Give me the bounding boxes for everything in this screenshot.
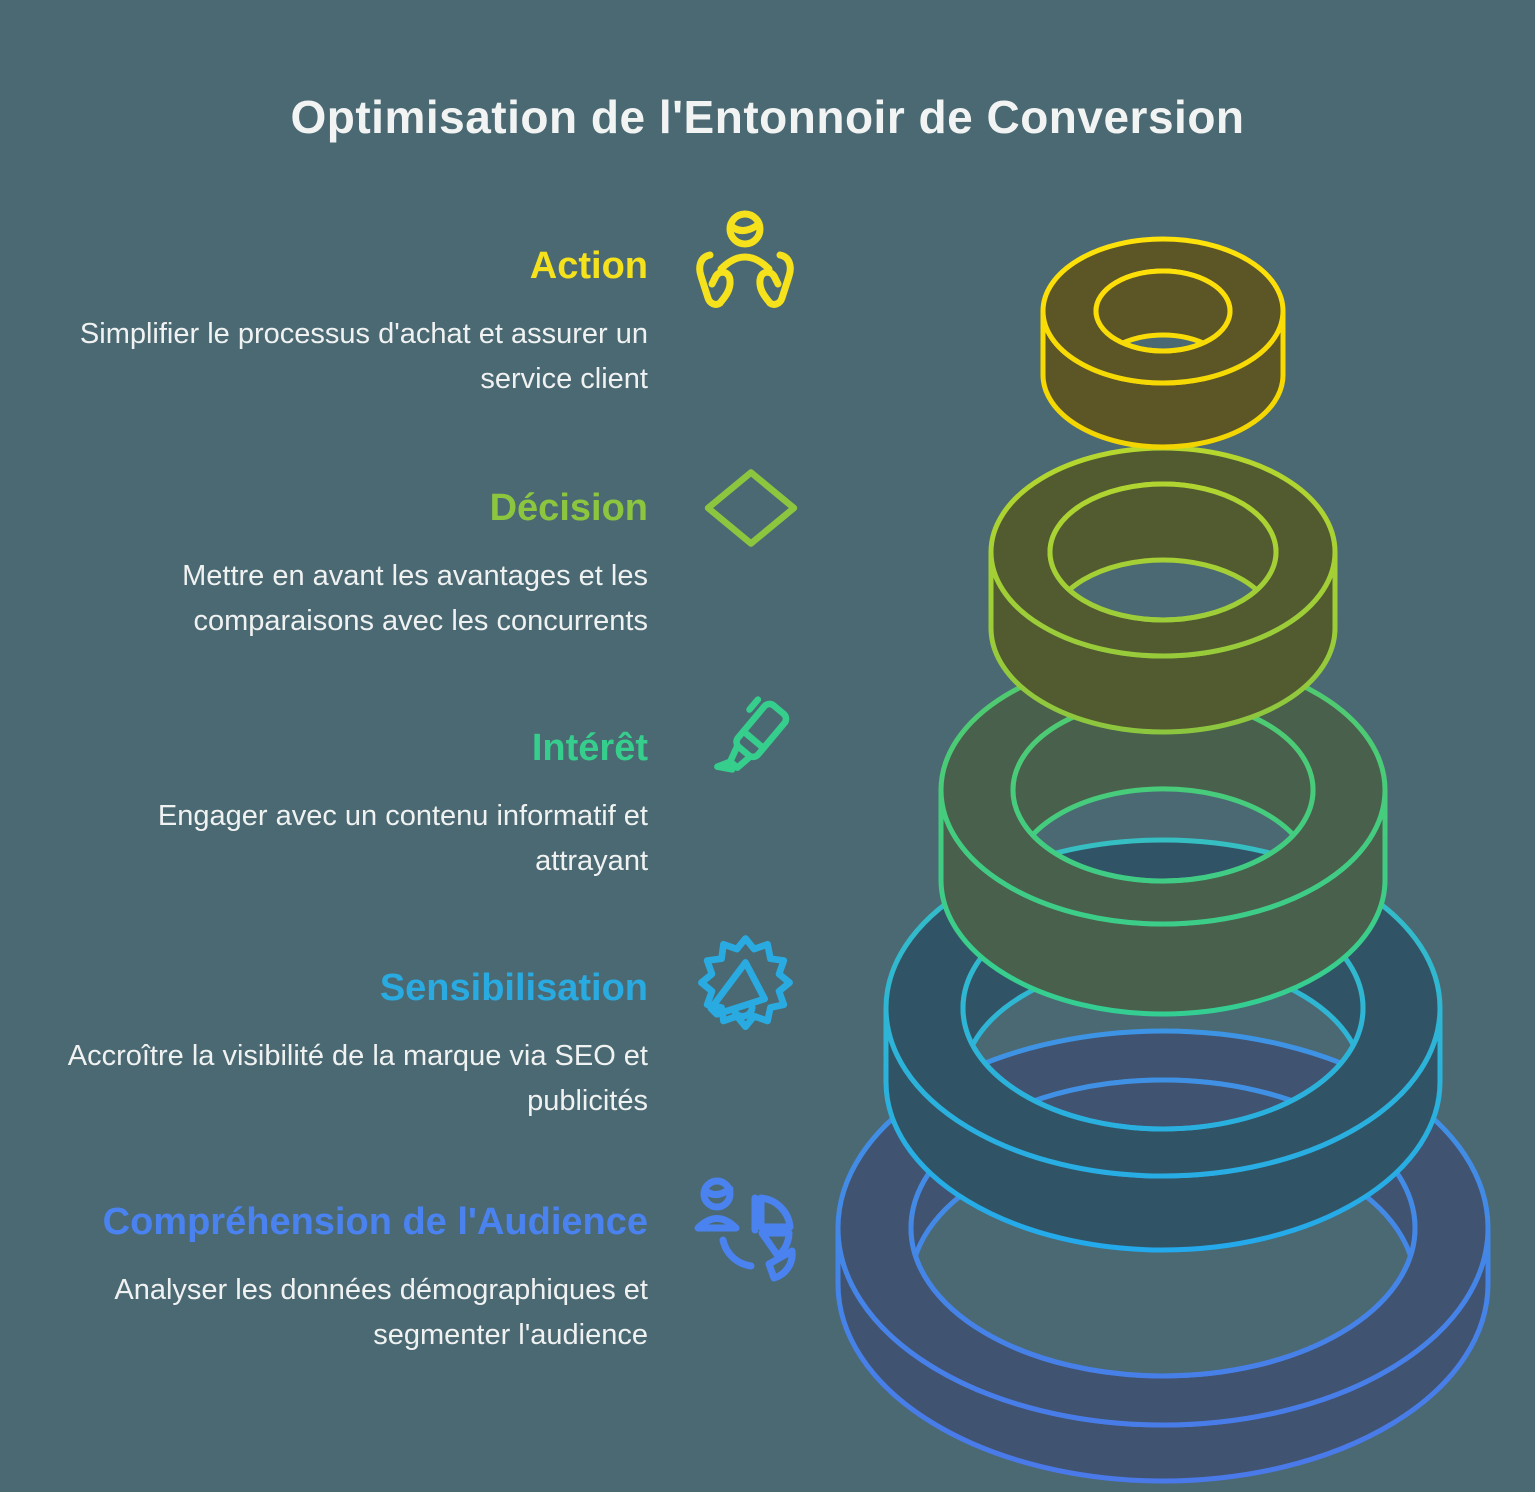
- stage-decision: Décision Mettre en avant les avantages e…: [30, 469, 820, 644]
- funnel-ring-decision: [988, 445, 1338, 735]
- stage-comprehension-description: Analyser les données démographiques et s…: [114, 1274, 648, 1351]
- stage-decision-description: Mettre en avant les avantages et les com…: [182, 560, 648, 637]
- stage-interet-label: Intérêt: [531, 727, 648, 769]
- stage-decision-label: Décision: [489, 487, 648, 529]
- stage-sensibilisation-label: Sensibilisation: [379, 967, 648, 1009]
- hands-receive-icon: [685, 205, 805, 325]
- funnel-ring-action: [1040, 236, 1286, 450]
- stage-action-description: Simplifier le processus d'achat et assur…: [79, 318, 648, 395]
- stage-action: Action Simplifier le processus d'achat e…: [30, 210, 820, 402]
- audience-pie-icon: [685, 1172, 805, 1292]
- stage-comprehension-label: Compréhension de l'Audience: [102, 1201, 648, 1243]
- megaphone-burst-icon: [688, 928, 803, 1043]
- stage-action-label: Action: [529, 245, 648, 287]
- stage-interet-description: Engager avec un contenu informatif et at…: [157, 800, 648, 877]
- page-title: Optimisation de l'Entonnoir de Conversio…: [290, 91, 1245, 143]
- marker-pen-icon: [692, 688, 804, 800]
- stage-comprehension: Compréhension de l'Audience Analyser les…: [30, 1177, 820, 1358]
- stage-sensibilisation: Sensibilisation Accroître la visibilité …: [30, 935, 820, 1124]
- stage-interet: Intérêt Engager avec un contenu informat…: [30, 696, 820, 884]
- stage-sensibilisation-description: Accroître la visibilité de la marque via…: [67, 1040, 648, 1117]
- diamond-icon: [695, 452, 807, 564]
